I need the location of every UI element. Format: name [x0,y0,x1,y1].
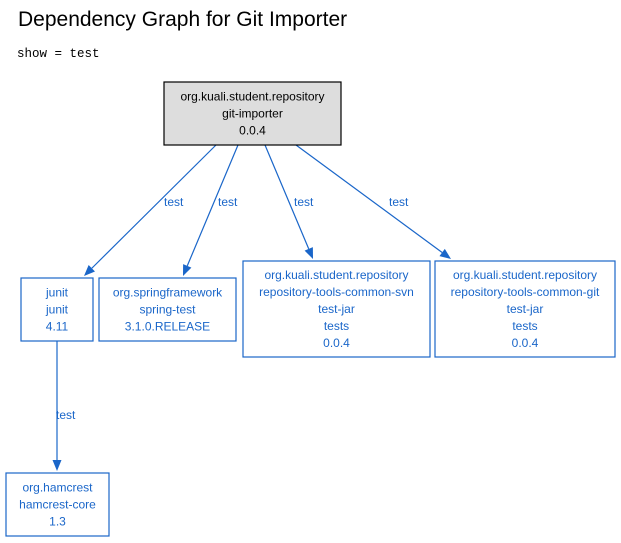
node-label-line: repository-tools-common-git [451,285,600,299]
edge-line [264,144,310,250]
edge-line [186,144,239,267]
edge-label: test [164,195,184,209]
edge-git-importer-to-spring-test: test [183,144,239,276]
node-label-line: org.kuali.student.repository [180,90,324,104]
node-label-line: spring-test [139,303,196,317]
node-box [98,277,237,342]
node-hamcrest-core: org.hamcrest hamcrest-core 1.3 [5,472,110,537]
edge-git-importer-to-junit: test [84,144,217,276]
node-label-line: git-importer [222,107,283,121]
node-label-line: 3.1.0.RELEASE [125,320,210,334]
node-label-line: repository-tools-common-svn [259,285,414,299]
node-label-line: org.kuali.student.repository [264,268,408,282]
node-label-line: junit [45,303,69,317]
show-filter-text: show = test [17,47,100,61]
node-label-line: 0.0.4 [239,124,266,138]
node-label-line: test-jar [507,302,544,316]
arrowhead-icon [52,460,62,471]
node-common-svn: org.kuali.student.repository repository-t… [242,260,431,358]
arrowhead-icon [183,264,192,276]
edge-label: test [218,195,238,209]
node-box [5,472,110,537]
arrowhead-icon [439,248,451,259]
edge-junit-to-hamcrest-core: test [52,341,76,471]
node-box [20,277,94,342]
node-label-line: test-jar [318,302,355,316]
node-label-line: tests [512,319,537,333]
arrowhead-icon [84,265,95,276]
node-git-importer: org.kuali.student.repository git-importer… [163,81,342,146]
node-label-line: 0.0.4 [323,336,350,350]
node-label-line: org.kuali.student.repository [453,268,597,282]
node-label-line: hamcrest-core [19,498,96,512]
node-box [242,260,431,358]
node-label-line: org.springframework [113,286,223,300]
node-label-line: 1.3 [49,515,66,529]
node-common-git: org.kuali.student.repository repository-t… [434,260,616,358]
edge-label: test [294,195,314,209]
edge-line [91,144,217,269]
node-label-line: org.hamcrest [22,481,93,495]
arrowhead-icon [304,247,313,259]
node-box [434,260,616,358]
node-label-line: 4.11 [46,320,69,334]
node-box [163,81,342,146]
node-label-line: junit [45,286,69,300]
edge-git-importer-to-common-svn: test [264,144,314,259]
edge-git-importer-to-common-git: test [295,144,451,259]
edge-label: test [56,408,76,422]
node-junit: junit junit 4.11 [20,277,94,342]
edge-label: test [389,195,409,209]
node-label-line: tests [324,319,349,333]
edge-line [295,144,443,253]
node-spring-test: org.springframework spring-test 3.1.0.RELE… [98,277,237,342]
page-title: Dependency Graph for Git Importer [18,8,348,31]
node-label-line: 0.0.4 [512,336,539,350]
